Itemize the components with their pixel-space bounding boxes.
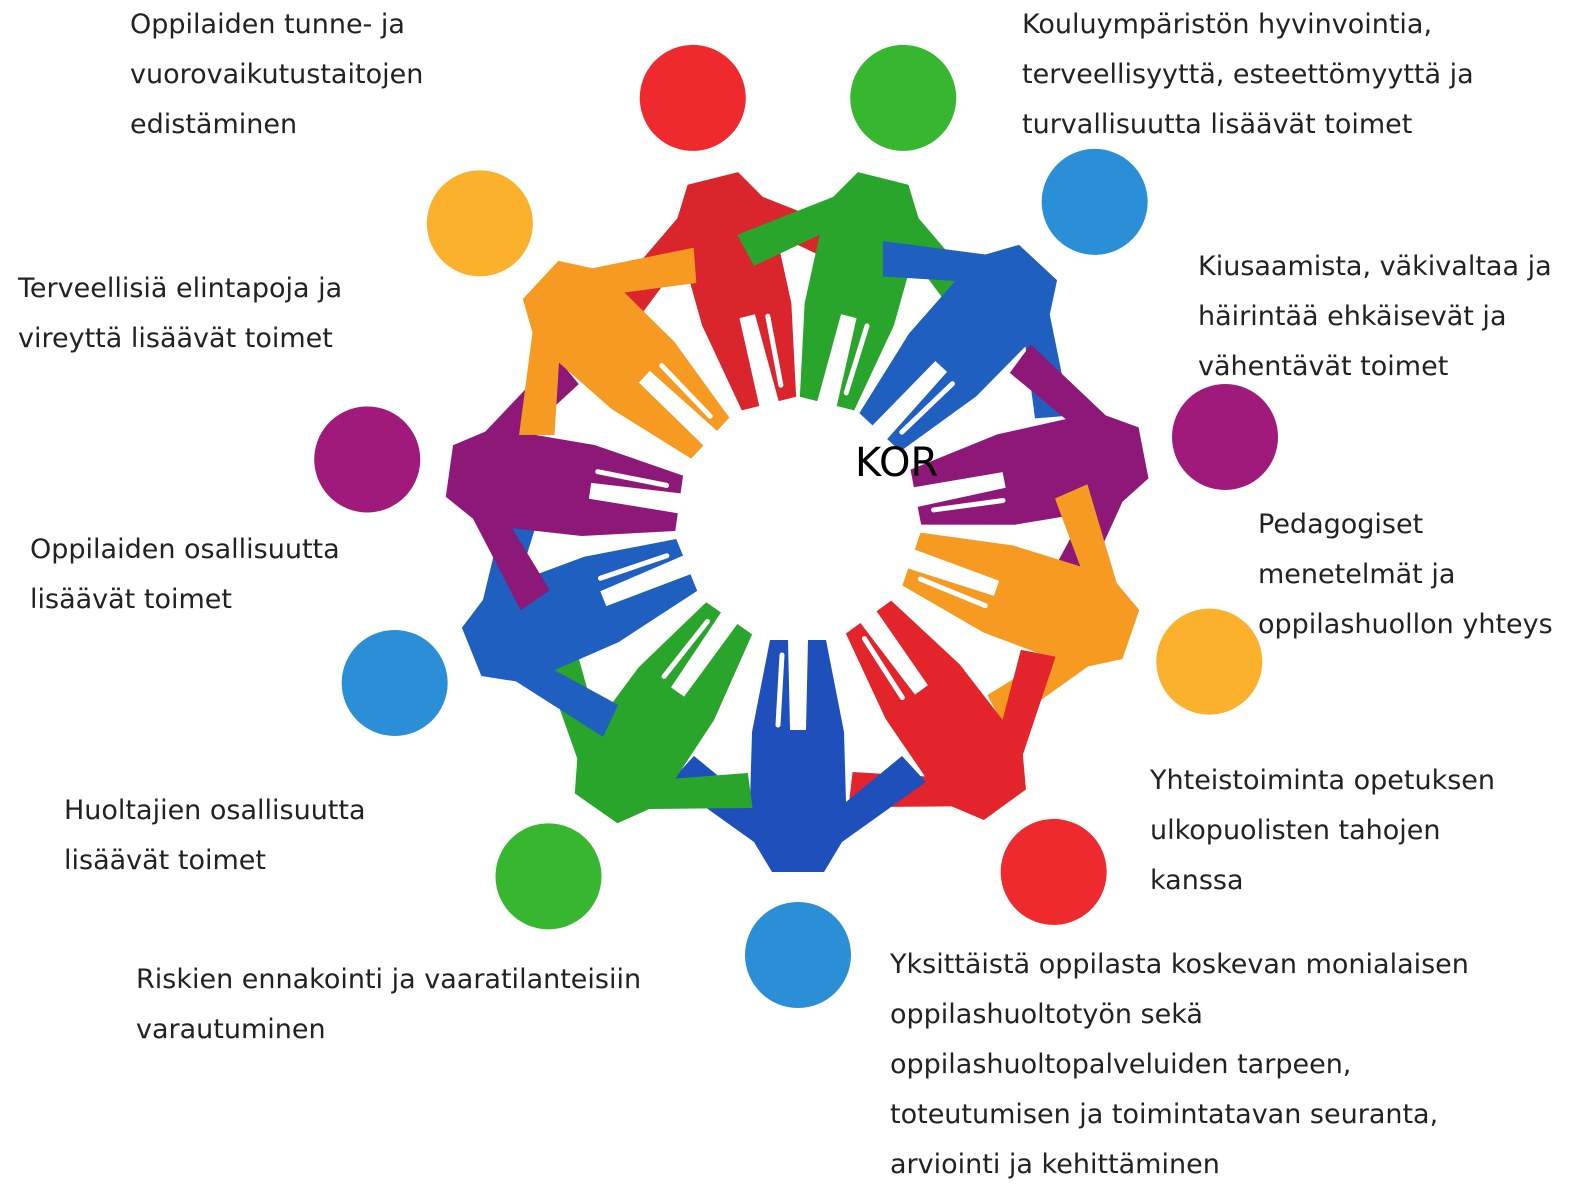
person-head (314, 406, 421, 513)
leg-highlight (899, 381, 955, 435)
label-elintavat: Terveellisiä elintapoja ja vireyttä lisä… (18, 273, 343, 354)
leg-highlight (597, 553, 670, 581)
person-head (745, 902, 851, 1008)
label-huoltajat: Huoltajien osallisuutta lisäävät toimet (64, 795, 366, 876)
leg-highlight (595, 469, 670, 488)
label-kiusaaminen: Kiusaamista, väkivaltaa ja häirintää ehk… (1198, 251, 1552, 382)
person-head (1041, 148, 1148, 255)
blue-person-7 (670, 640, 926, 1008)
leg-highlight (659, 363, 713, 419)
leg-highlight (931, 498, 1006, 513)
person-head (426, 170, 533, 277)
red-person-6 (845, 600, 1107, 925)
orange-person-11 (426, 170, 730, 459)
person-body (859, 241, 1071, 452)
leg-highlight (917, 576, 988, 609)
person-head (850, 44, 957, 151)
person-head (341, 629, 448, 736)
leg-highlight (661, 618, 710, 679)
label-oppilaiden-osallisuus: Oppilaiden osallisuutta lisäävät toimet (30, 534, 340, 615)
person-body (737, 172, 986, 411)
person-body (845, 600, 1056, 821)
person-head (639, 44, 746, 151)
person-head (1000, 818, 1107, 925)
green-person-8 (495, 602, 753, 930)
label-yksittainen-oppilas: Yksittäistä oppilasta koskevan monialais… (890, 949, 1469, 1180)
person-body (902, 484, 1140, 727)
label-kouluymparisto: Kouluympäristön hyvinvointia, terveellis… (1022, 9, 1474, 140)
label-pedagogiset: Pedagogiset menetelmät ja oppilashuollon… (1258, 509, 1553, 640)
label-riskit: Riskien ennakointi ja vaaratilanteisiin … (136, 964, 642, 1045)
person-head (1172, 383, 1279, 490)
green-person-2 (737, 44, 986, 411)
center-label: KOR (855, 440, 939, 486)
leg-highlight (843, 323, 870, 396)
person-body (519, 247, 730, 459)
label-yhteistoiminta: Yhteistoiminta opetuksen ulkopuolisten t… (1150, 765, 1496, 896)
person-body (445, 356, 684, 611)
label-tunne-vuorovaikutus: Oppilaiden tunne- ja vuorovaikutustaitoj… (130, 9, 424, 140)
person-head (495, 823, 602, 930)
orange-person-5 (902, 484, 1263, 727)
person-body (542, 602, 753, 824)
leg-highlight (765, 313, 784, 388)
blue-person-3 (859, 148, 1148, 452)
person-body (670, 640, 926, 872)
person-head (1156, 608, 1263, 715)
leg-highlight (861, 636, 905, 701)
purple-person-10 (314, 356, 684, 611)
leg-highlight (775, 652, 785, 728)
